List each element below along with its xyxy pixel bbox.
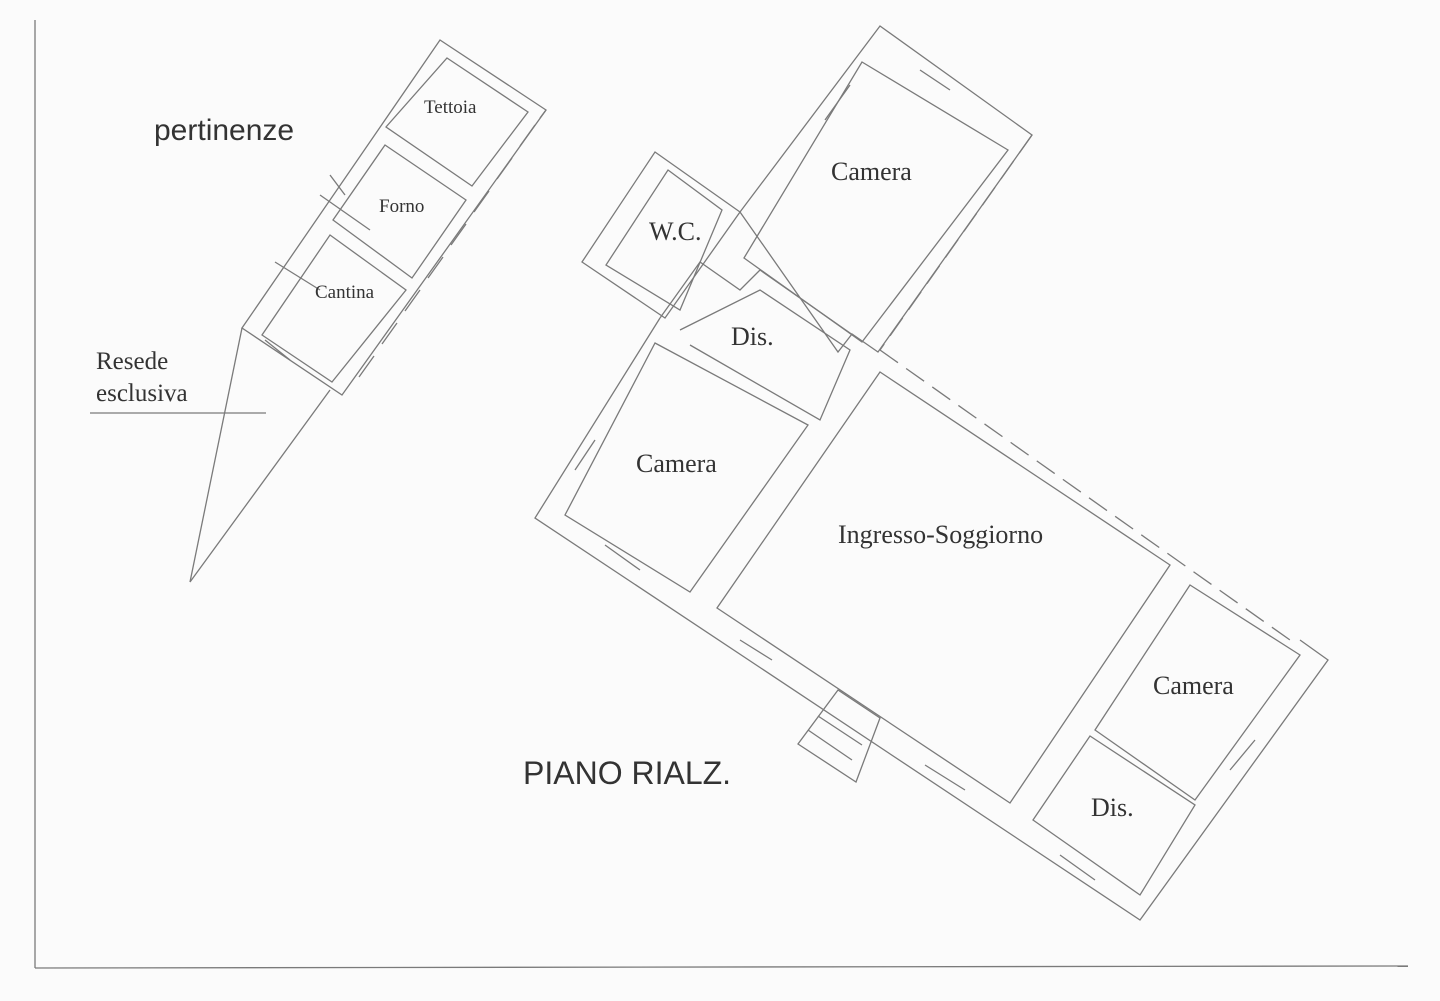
room-label-ingresso-soggiorno: Ingresso-Soggiorno — [838, 520, 1044, 549]
floor-title: PIANO RIALZ. — [523, 755, 732, 791]
room-label-tettoia: Tettoia — [424, 97, 477, 118]
main-building — [534, 25, 1329, 921]
resede-label-line2: esclusiva — [96, 380, 188, 407]
sheet-border-bottom — [34, 965, 1409, 969]
annex-building — [241, 39, 547, 396]
room-label-wc: W.C. — [649, 217, 702, 246]
pertinenze-label: pertinenze — [154, 114, 295, 147]
resede-area — [90, 327, 331, 583]
room-label-camera-left: Camera — [636, 449, 717, 478]
resede-label-line1: Resede — [96, 348, 169, 375]
room-label-dis-top: Dis. — [731, 322, 774, 351]
room-label-camera-right: Camera — [1153, 671, 1234, 700]
room-label-camera-top: Camera — [831, 157, 912, 186]
room-label-cantina: Cantina — [315, 282, 375, 303]
room-label-dis-bottom: Dis. — [1091, 793, 1134, 822]
room-label-forno: Forno — [379, 196, 425, 217]
